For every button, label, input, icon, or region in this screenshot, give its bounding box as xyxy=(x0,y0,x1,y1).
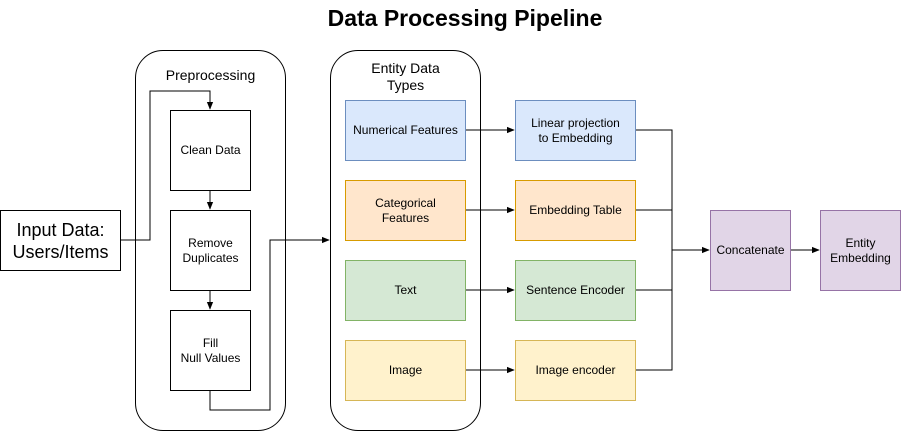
edge-input-to-clean xyxy=(121,90,214,241)
fill-null-values-node[interactable]: Fill Null Values xyxy=(170,310,251,391)
input-data-node[interactable]: Input Data: Users/Items xyxy=(0,210,121,271)
entity-types-label: Entity Data Types xyxy=(371,60,440,93)
edge-imageenc-to-concat xyxy=(636,250,673,371)
concatenate-node[interactable]: Concatenate xyxy=(710,210,791,291)
embedding-table-node[interactable]: Embedding Table xyxy=(515,180,636,241)
image-node[interactable]: Image xyxy=(345,340,466,401)
edge-linear-to-concat xyxy=(636,129,673,250)
text-node[interactable]: Text xyxy=(345,260,466,321)
edge-fill-to-entity-types xyxy=(209,236,330,411)
linear-projection-node[interactable]: Linear projection to Embedding xyxy=(515,100,636,161)
categorical-features-node[interactable]: Categorical Features xyxy=(345,180,466,241)
clean-data-node[interactable]: Clean Data xyxy=(170,110,251,191)
remove-duplicates-node[interactable]: Remove Duplicates xyxy=(170,210,251,291)
sentence-encoder-node[interactable]: Sentence Encoder xyxy=(515,260,636,321)
diagram-title: Data Processing Pipeline xyxy=(327,5,603,31)
entity-embedding-node[interactable]: Entity Embedding xyxy=(820,210,901,291)
preprocessing-label: Preprocessing xyxy=(165,67,256,83)
image-encoder-node[interactable]: Image encoder xyxy=(515,340,636,401)
numerical-features-node[interactable]: Numerical Features xyxy=(345,100,466,161)
